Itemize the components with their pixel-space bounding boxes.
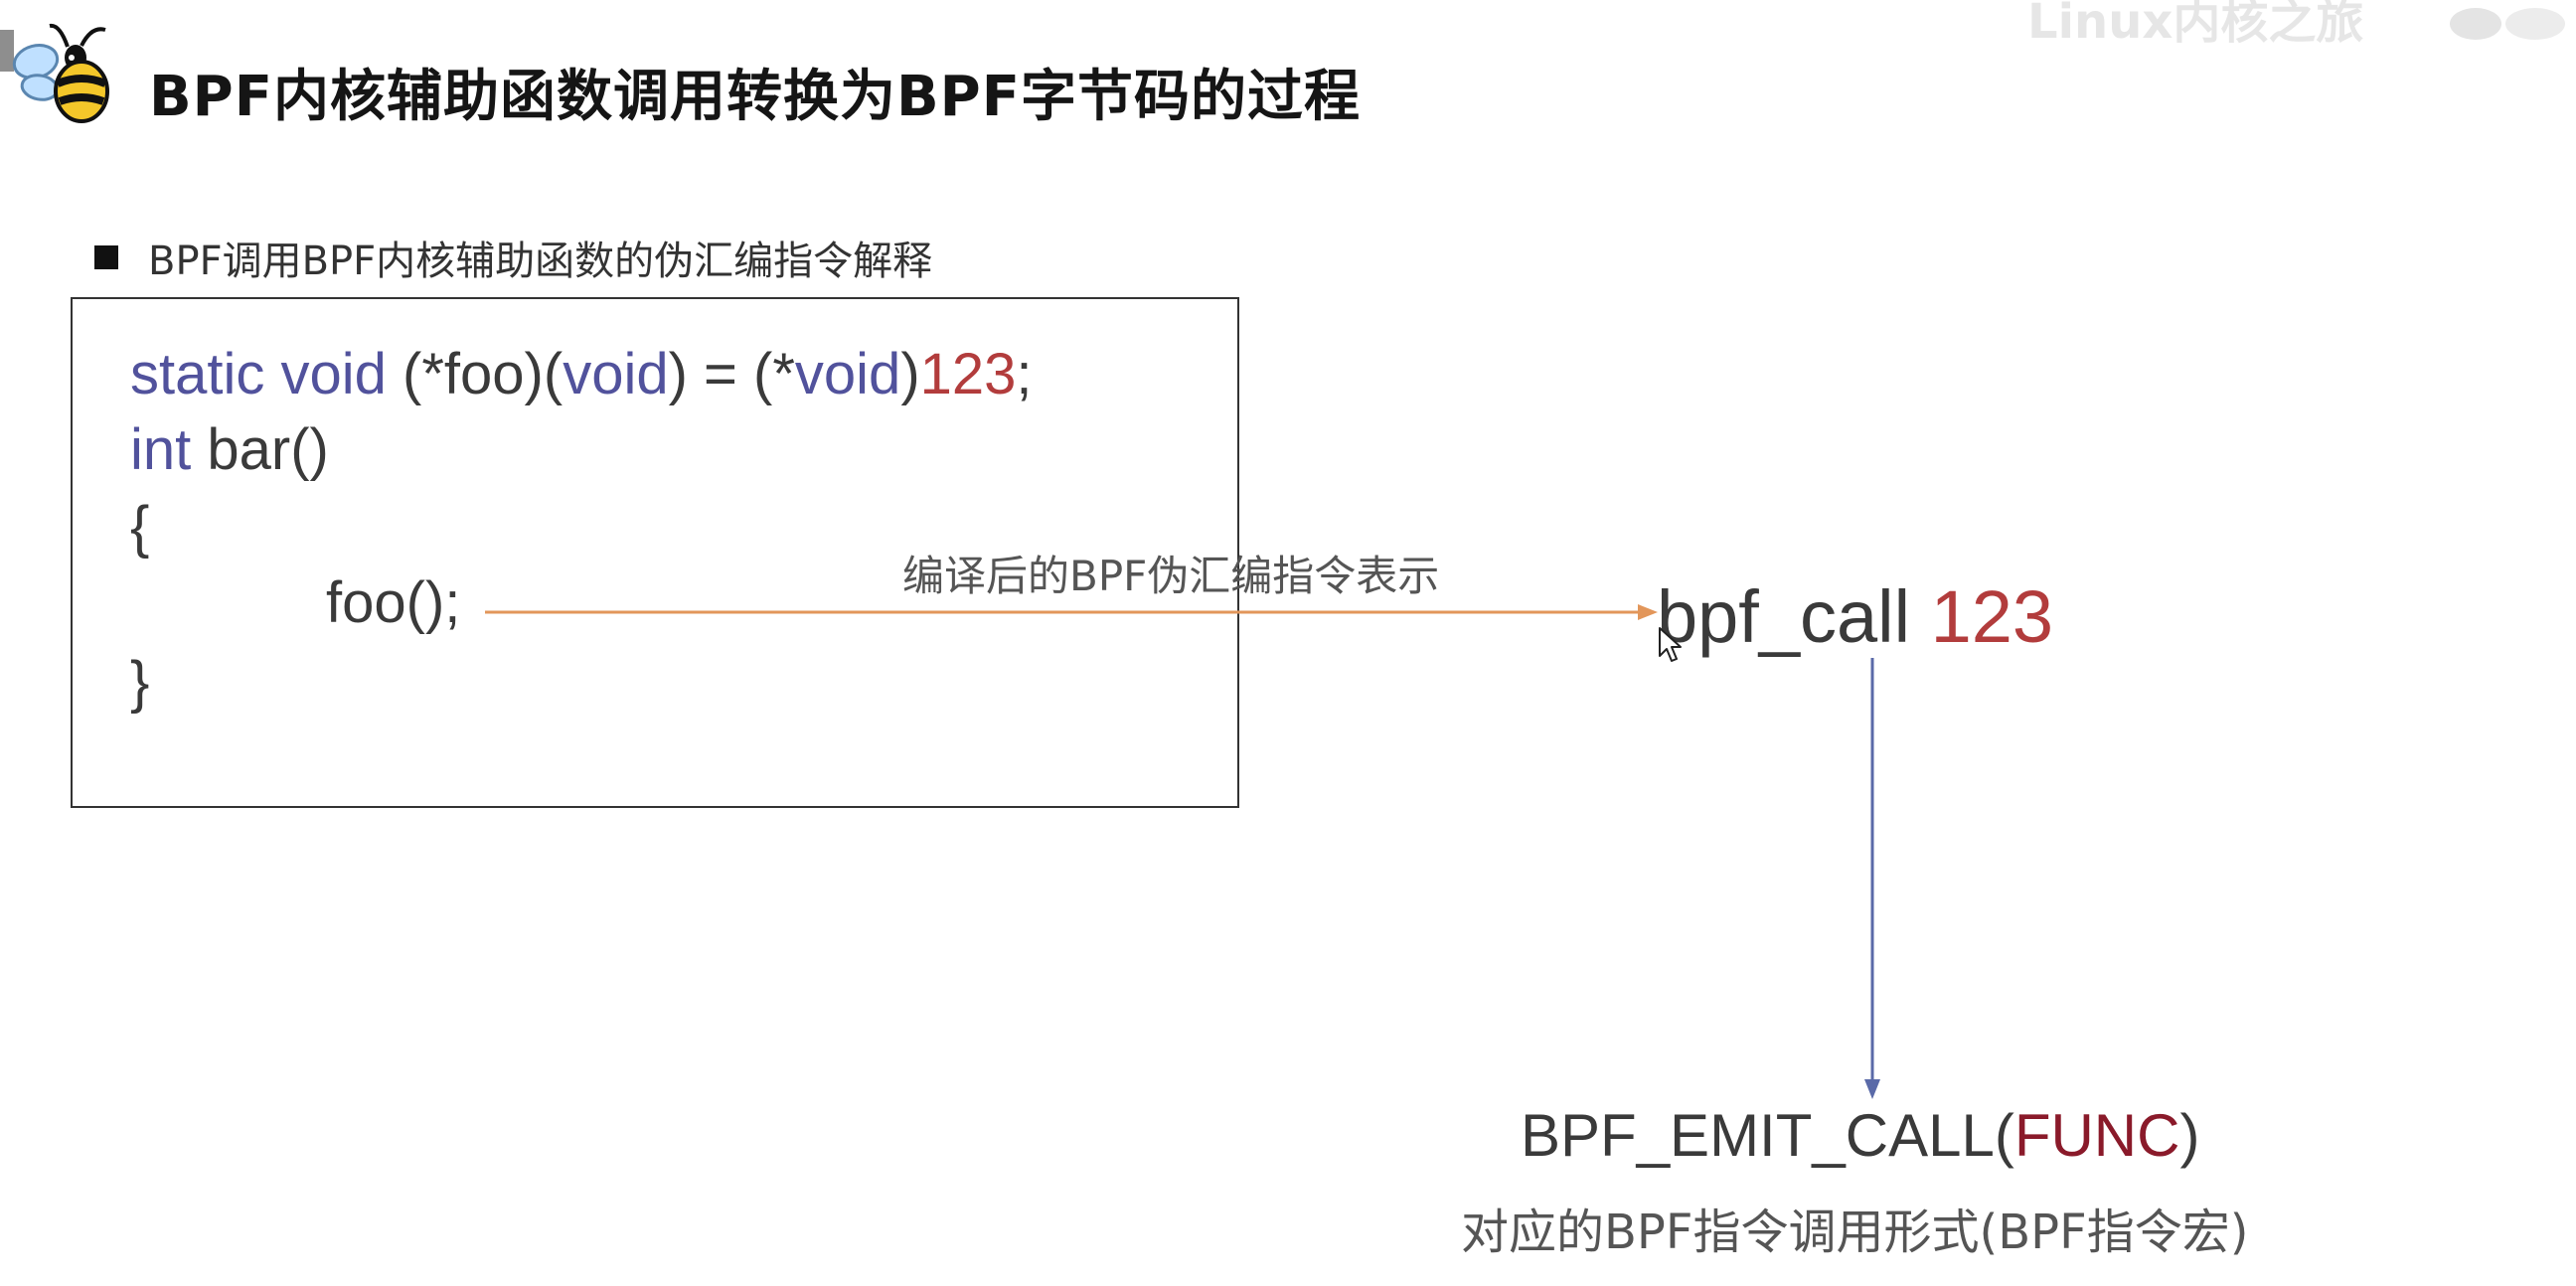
emit-call-caption: 对应的BPF指令调用形式(BPF指令宏) (1461, 1205, 2249, 1260)
bpf-call-arg: 123 (1930, 575, 2054, 658)
keyword-static: static (130, 342, 265, 406)
code-line-4: foo(); (326, 570, 461, 635)
watermark: Linux内核之旅 (2027, 0, 2364, 50)
assign-cast: ) = (* (668, 342, 795, 406)
code-box: static void (*foo)(void) = (*void)123; i… (71, 297, 1239, 808)
corner-tab (0, 30, 14, 72)
code-line-5: } (130, 650, 150, 715)
number-literal: 123 (919, 342, 1017, 406)
watermark-logo-icon (2450, 8, 2565, 40)
emit-call-prefix: BPF_EMIT_CALL( (1521, 1102, 2014, 1169)
slide-title: BPF内核辅助函数调用转换为BPF字节码的过程 (149, 65, 1361, 129)
keyword-void: void (280, 342, 387, 406)
cast-close: ) (900, 342, 920, 406)
square-bullet-icon (94, 245, 118, 269)
code-line-2: int bar() (130, 418, 329, 482)
bpf-call-instruction: bpf_call 123 (1657, 574, 2053, 659)
keyword-void-param: void (563, 342, 669, 406)
arrow-caption: 编译后的BPF伪汇编指令表示 (902, 552, 1440, 600)
func-bar: bar() (207, 417, 329, 482)
emit-call-suffix: ) (2179, 1102, 2200, 1169)
code-line-3: { (130, 495, 150, 560)
bullet-row: BPF调用BPF内核辅助函数的伪汇编指令解释 (94, 229, 932, 286)
bpf-call-label: bpf_call (1657, 575, 1911, 658)
keyword-void-cast: void (794, 342, 901, 406)
mouse-cursor-icon (1659, 627, 1682, 662)
bee-logo-icon (12, 23, 109, 123)
code-line-1: static void (*foo)(void) = (*void)123; (130, 343, 1033, 406)
semicolon: ; (1016, 342, 1033, 406)
bullet-text: BPF调用BPF内核辅助函数的伪汇编指令解释 (148, 239, 933, 284)
bpf-emit-call-macro: BPF_EMIT_CALL(FUNC) (1521, 1101, 2199, 1170)
arrow-vertical-head (1864, 1079, 1880, 1099)
decl-foo: (*foo)( (402, 342, 564, 406)
arrow-horizontal-head (1638, 604, 1658, 620)
emit-call-func: FUNC (2013, 1102, 2180, 1169)
keyword-int: int (130, 417, 192, 482)
